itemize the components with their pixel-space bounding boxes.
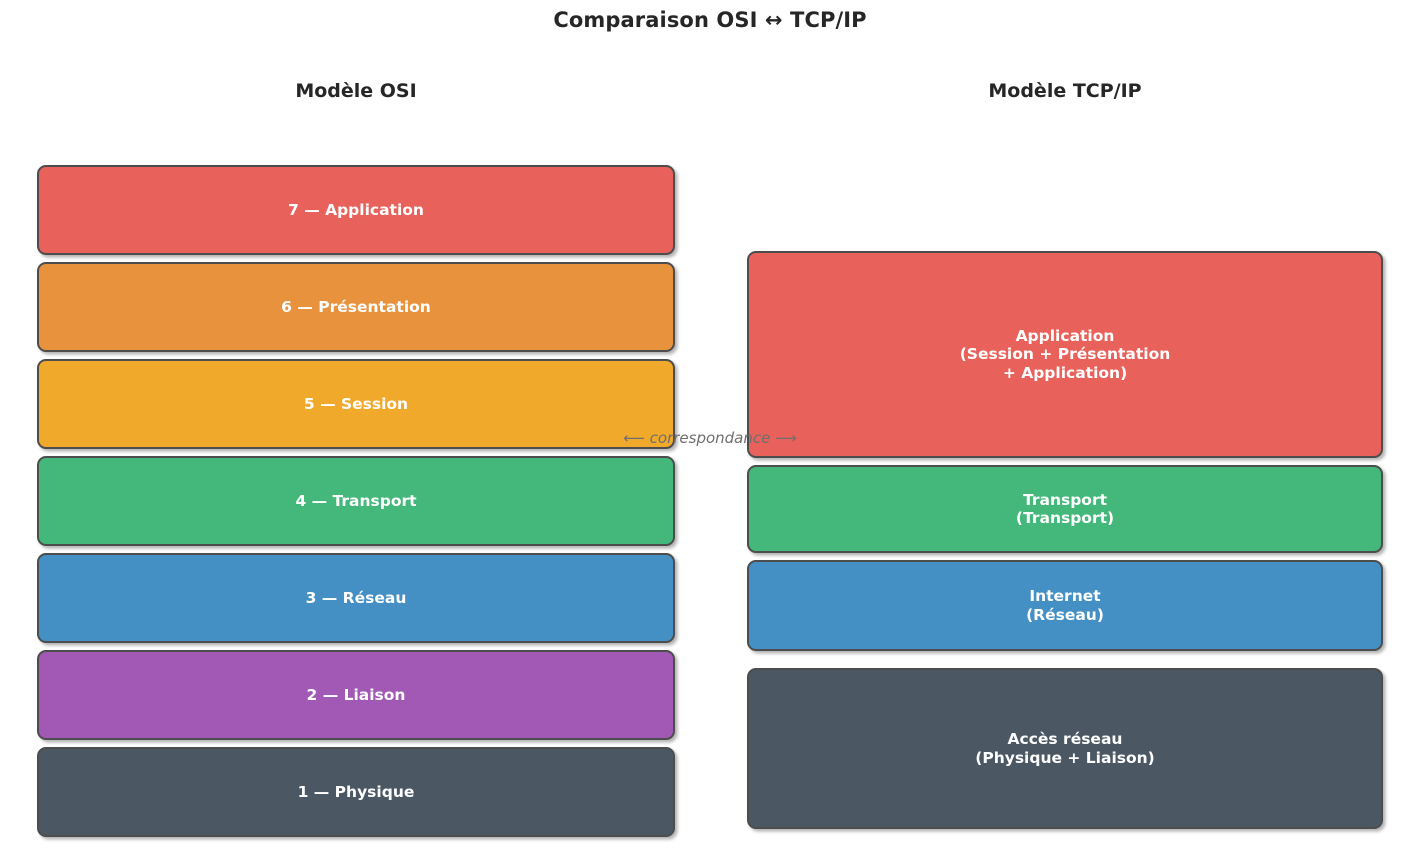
tcpip-layer-acces-reseau[interactable]: Accès réseau (Physique + Liaison) [747,668,1383,829]
figure-title: Comparaison OSI ↔ TCP/IP [553,8,867,32]
tcpip-column-heading: Modèle TCP/IP [988,80,1142,102]
tcpip-layer-application[interactable]: Application (Session + Présentation + Ap… [747,251,1383,458]
osi-layer-4-transport[interactable]: 4 — Transport [37,456,675,546]
osi-layer-3-reseau[interactable]: 3 — Réseau [37,553,675,643]
osi-column-heading: Modèle OSI [295,80,417,102]
osi-layer-5-session[interactable]: 5 — Session [37,359,675,449]
osi-layer-6-presentation[interactable]: 6 — Présentation [37,262,675,352]
osi-layer-7-application[interactable]: 7 — Application [37,165,675,255]
tcpip-layer-transport[interactable]: Transport (Transport) [747,465,1383,553]
tcpip-layer-internet[interactable]: Internet (Réseau) [747,560,1383,651]
osi-layer-2-liaison[interactable]: 2 — Liaison [37,650,675,740]
osi-layer-1-physique[interactable]: 1 — Physique [37,747,675,837]
